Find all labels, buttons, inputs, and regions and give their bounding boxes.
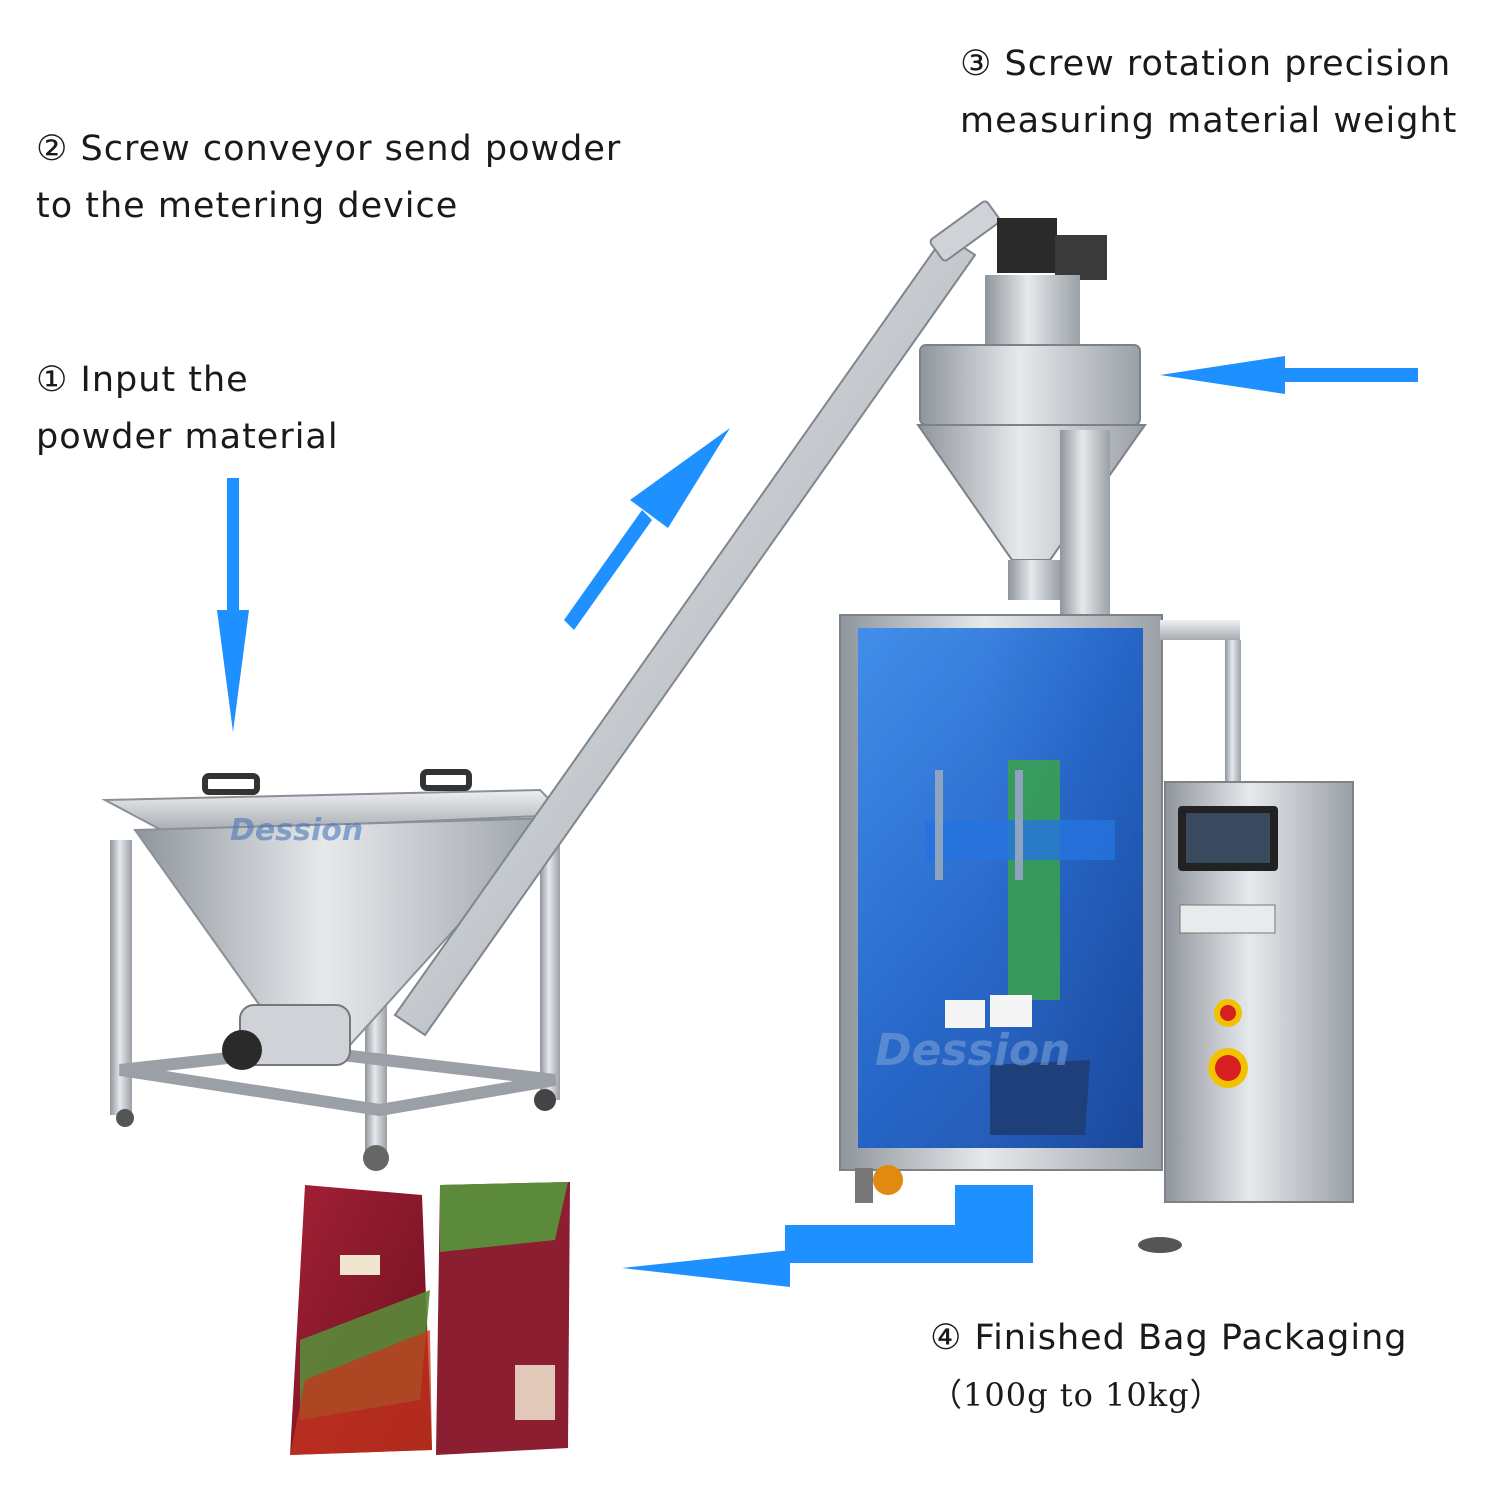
step-conveyor-line1: ② Screw conveyor send powder: [36, 129, 622, 169]
step-packaging-weight-range: （100g to 10kg）: [930, 1376, 1223, 1414]
step-conveyor-line2: to the metering device: [36, 186, 459, 226]
arrow-icon: [564, 428, 730, 630]
step-conveyor-label: ② Screw conveyor send powder to the mete…: [36, 121, 621, 235]
step-packaging-line1: ④ Finished Bag Packaging: [930, 1318, 1408, 1358]
svg-text:Dession: Dession: [230, 813, 363, 848]
step-input-label: ① Input the powder material: [36, 352, 339, 466]
arrow-icon: [622, 1185, 1033, 1287]
svg-text:Dession: Dession: [875, 1025, 1070, 1076]
screw-conveyor-tube: [393, 200, 1001, 1037]
flow-arrows: [217, 356, 1418, 1287]
feed-hopper: Dession: [101, 769, 568, 1171]
step-metering-label: ③ Screw rotation precision measuring mat…: [960, 36, 1457, 150]
finished-bags: [290, 1182, 570, 1455]
step-metering-line2: measuring material weight: [960, 101, 1458, 141]
step-input-line1: ① Input the: [36, 360, 249, 400]
step-packaging-label: ④ Finished Bag Packaging （100g to 10kg）: [930, 1310, 1407, 1424]
packing-machine: Dession: [839, 218, 1354, 1253]
step-input-line2: powder material: [36, 417, 339, 457]
arrow-icon: [217, 478, 249, 732]
touchscreen-icon: [1186, 813, 1270, 863]
step-metering-line1: ③ Screw rotation precision: [960, 44, 1452, 84]
arrow-icon: [1160, 356, 1418, 394]
